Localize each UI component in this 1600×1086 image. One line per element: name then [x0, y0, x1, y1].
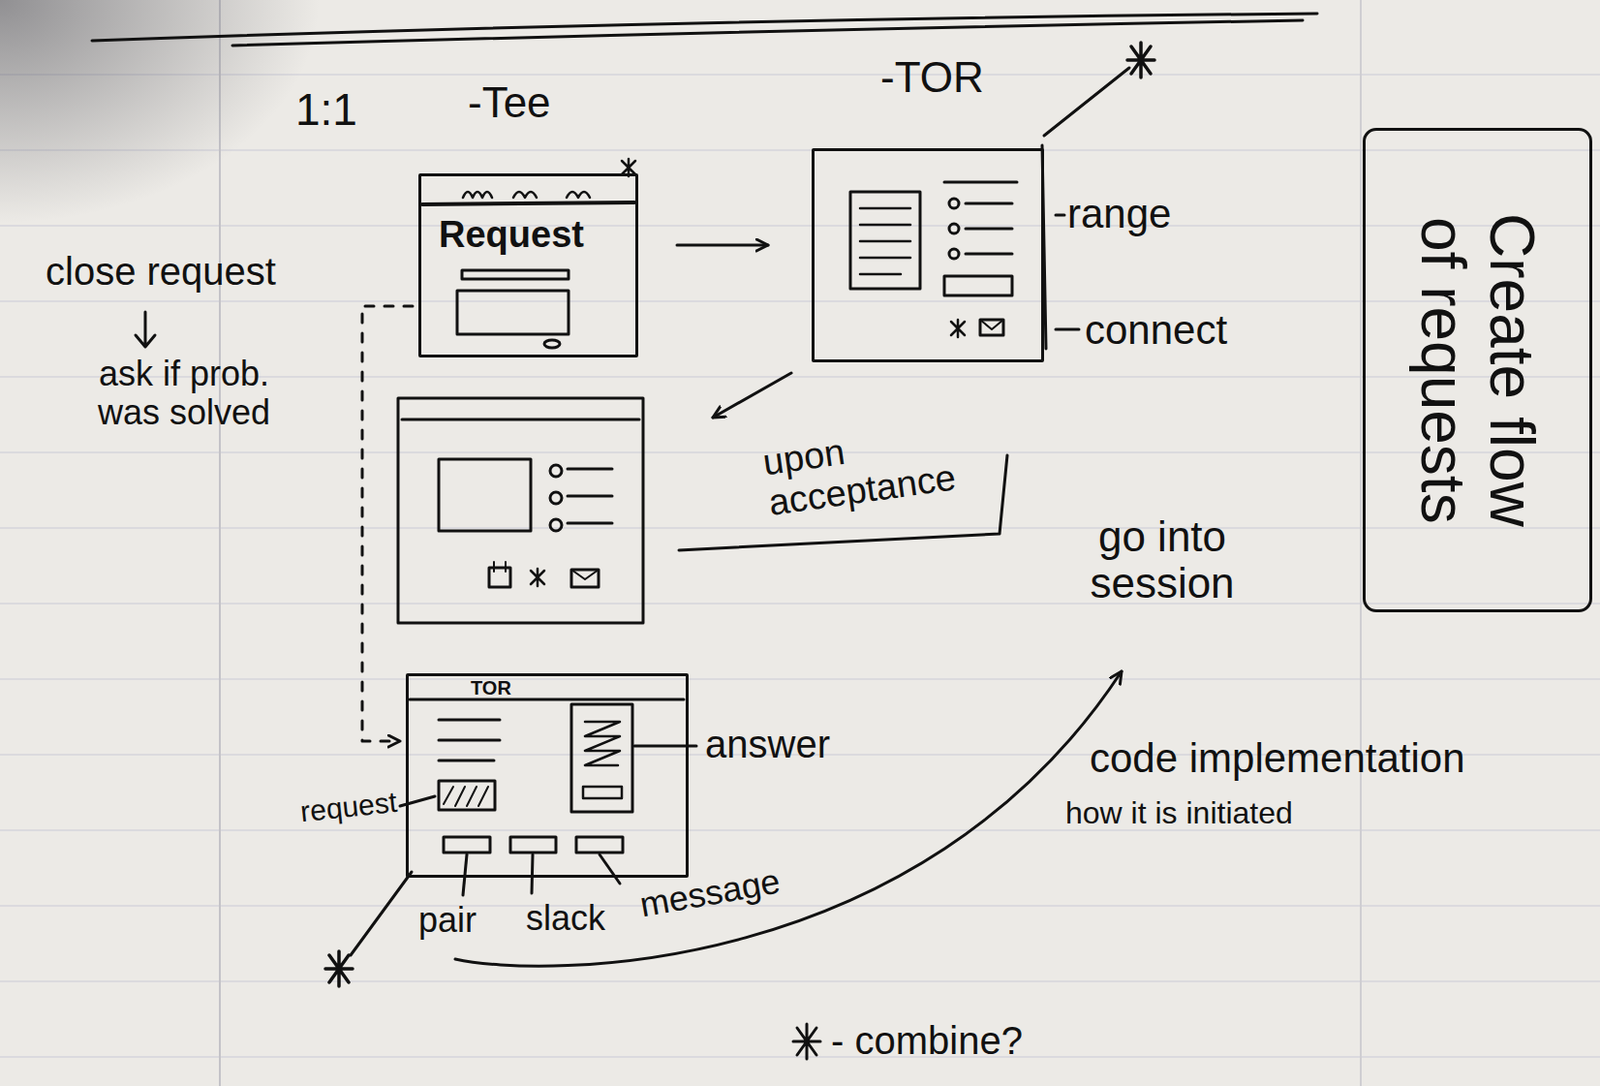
request-image	[438, 780, 495, 810]
note-text: ask if prob. was solved	[77, 354, 291, 431]
leader-line	[1055, 328, 1079, 332]
bullet	[550, 492, 562, 504]
title-bar	[422, 202, 635, 205]
list-lines	[567, 468, 613, 524]
image-hatch	[443, 786, 489, 806]
screen-heading: -TOR	[880, 54, 985, 101]
message-button	[576, 836, 623, 853]
leader-line	[531, 854, 533, 893]
star-mark	[530, 568, 545, 586]
answer-text	[584, 721, 620, 766]
star-mark	[1127, 42, 1155, 78]
callout-label: connect	[1084, 307, 1228, 353]
note-text: Create flow of requests	[1409, 195, 1546, 545]
session-arrow	[455, 671, 1122, 966]
slack-button	[510, 836, 556, 853]
callout-label: request	[299, 785, 400, 828]
screen-heading: -Tee	[467, 79, 552, 126]
leader-line	[599, 854, 620, 884]
input-bar	[461, 270, 569, 279]
flow-arrow	[712, 372, 792, 418]
image-panel	[438, 459, 531, 531]
callout-label: pair	[418, 900, 477, 940]
flow-label: upon acceptance	[760, 413, 983, 524]
text-area	[457, 290, 569, 335]
calendar-rings	[493, 561, 506, 572]
top-rule	[92, 13, 1318, 41]
envelope-flap	[980, 319, 1004, 330]
answer-panel	[571, 704, 633, 812]
wireframe-screen: TOR	[405, 673, 689, 878]
star-mark	[951, 319, 965, 338]
leader-line	[462, 854, 467, 895]
bullet	[949, 223, 959, 234]
note-text: how it is initiated	[1065, 796, 1293, 831]
envelope-icon	[980, 319, 1004, 336]
bullet	[949, 198, 959, 209]
scribble-text	[462, 191, 590, 198]
callout-label: slack	[525, 898, 606, 938]
screen-heading: TOR	[470, 676, 512, 699]
note-box: Create flow of requests	[1362, 127, 1593, 613]
wireframe-screen	[398, 398, 644, 623]
request-lines	[438, 719, 500, 761]
legend-note: - combine?	[830, 1018, 1023, 1062]
range-button	[944, 276, 1013, 296]
star-link	[1044, 67, 1130, 136]
list-heading	[944, 181, 1017, 185]
note-text: code implementation	[1089, 736, 1466, 781]
bullet	[550, 519, 562, 531]
document-panel	[850, 191, 921, 289]
note-text: go into session	[1026, 513, 1298, 608]
star-link	[350, 871, 412, 955]
ratio-label: 1:1	[295, 85, 358, 135]
wireframe-screen: -TeeRequest	[418, 173, 639, 358]
leader-line	[1055, 214, 1065, 217]
submit-button	[544, 339, 560, 348]
calendar-icon	[489, 567, 511, 587]
wireframe-screen: -TOR	[811, 148, 1045, 363]
note-text: close request	[45, 249, 277, 293]
list-lines	[965, 203, 1013, 254]
title-bar	[401, 418, 640, 422]
pair-button	[443, 836, 491, 853]
envelope-flap	[571, 569, 599, 580]
envelope-icon	[571, 569, 599, 587]
star-mark	[793, 1023, 821, 1059]
answer-button	[583, 786, 622, 799]
star-mark	[325, 951, 353, 986]
callout-label: answer	[705, 722, 831, 766]
callout-label: message	[637, 861, 784, 924]
document-lines	[860, 208, 911, 275]
flow-connector	[676, 244, 769, 247]
screen-title: Request	[438, 215, 585, 256]
ink	[92, 13, 1318, 1059]
bullet	[949, 248, 959, 259]
title-bar	[409, 698, 684, 702]
callout-label: range	[1067, 191, 1171, 237]
bullet	[550, 464, 562, 477]
down-arrow	[135, 311, 155, 347]
